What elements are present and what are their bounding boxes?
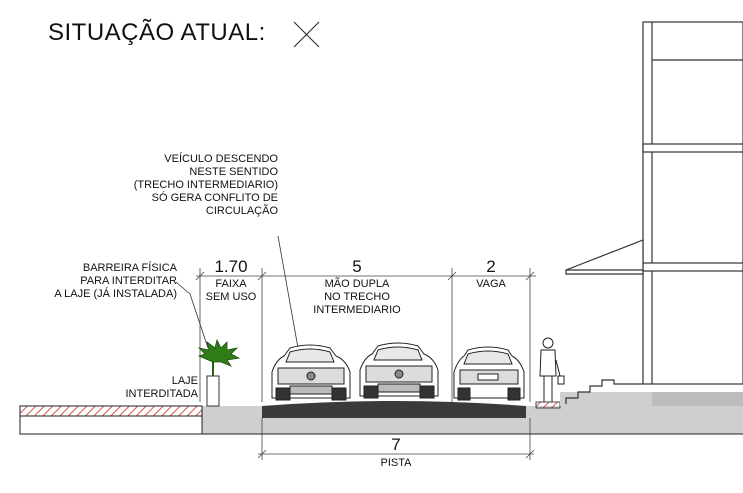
- dimension-label-line: INTERMEDIARIO: [313, 304, 401, 316]
- barrier-note-line: A LAJE (JÁ INSTALADA): [54, 288, 177, 300]
- vehicle-note: VEÍCULO DESCENDO NESTE SENTIDO (TRECHO I…: [128, 153, 278, 218]
- x-mark-icon: [293, 21, 320, 48]
- building: [565, 21, 743, 404]
- plant-barrier-icon: [197, 338, 241, 407]
- car-suv-left: [271, 344, 351, 401]
- dimension-two-way-label: MÃO DUPLA NO TRECHO INTERMEDIARIO: [262, 278, 452, 317]
- car-parked: [453, 346, 525, 401]
- ground-section: [19, 392, 743, 435]
- vehicle-note-line: NESTE SENTIDO: [189, 166, 278, 178]
- dimension-track-label: PISTA: [262, 457, 530, 470]
- dimension-label-line: PISTA: [380, 457, 412, 469]
- dimension-unused-lane-label: FAIXA SEM USO: [200, 278, 262, 304]
- dimension-label-line: NO TRECHO: [324, 291, 390, 303]
- vehicle-note-line: SÓ GERA CONFLITO DE: [151, 192, 278, 204]
- dimension-track-value: 7: [391, 435, 401, 454]
- car-suv-center: [359, 342, 439, 399]
- slab-note-line: INTERDITADA: [125, 388, 198, 400]
- dimension-label-line: MÃO DUPLA: [324, 278, 390, 290]
- vehicle-note-line: (TRECHO INTERMEDIARIO): [133, 179, 278, 191]
- dimension-label-line: VAGA: [476, 278, 506, 290]
- dimension-label-line: SEM USO: [205, 291, 257, 303]
- barrier-note-line: PARA INTERDITAR: [80, 275, 177, 287]
- slab-note: LAJE INTERDITADA: [100, 375, 198, 401]
- dimension-label-line: FAIXA: [215, 278, 247, 290]
- dimension-lines: [195, 268, 536, 460]
- leader-lines: [175, 235, 299, 349]
- vehicle-note-line: CIRCULAÇÃO: [205, 205, 278, 217]
- dimension-two-way-value: 5: [352, 257, 362, 276]
- slab-note-line: LAJE: [171, 375, 198, 387]
- barrier-note: BARREIRA FÍSICA PARA INTERDITAR A LAJE (…: [20, 262, 177, 301]
- pedestrian-icon: [539, 337, 565, 402]
- dimension-parking-value: 2: [486, 257, 496, 276]
- dimension-parking-label: VAGA: [452, 278, 530, 291]
- dimension-unused-lane-value: 1.70: [214, 257, 248, 276]
- page-title: SITUAÇÃO ATUAL:: [48, 19, 266, 46]
- barrier-note-line: BARREIRA FÍSICA: [82, 262, 177, 274]
- vehicle-note-line: VEÍCULO DESCENDO: [164, 153, 278, 165]
